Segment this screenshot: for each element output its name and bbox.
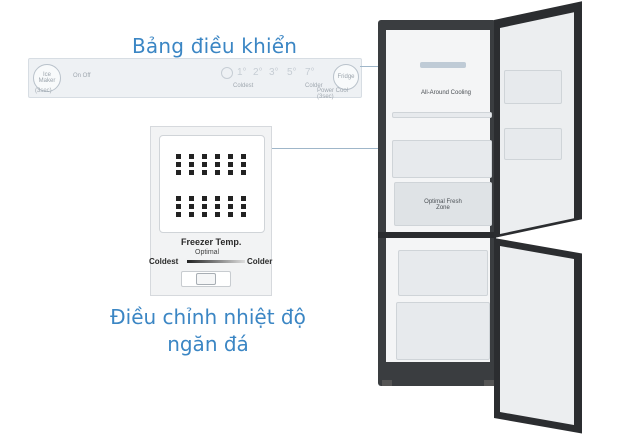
- freezer-drawer[interactable]: [396, 302, 490, 360]
- optimal-fresh-drawer[interactable]: Optimal Fresh Zone: [394, 182, 492, 226]
- freezer-temp-slider[interactable]: [181, 271, 231, 287]
- door-bin-2: [504, 128, 562, 160]
- control-panel-heading: Bảng điều khiển: [132, 34, 298, 58]
- digit-1: 1°: [237, 67, 247, 78]
- vent-dots-top: [176, 154, 251, 175]
- freezer-coldest-label: Coldest: [149, 257, 179, 266]
- slider-knob[interactable]: [196, 273, 216, 285]
- control-panel-strip: Ice Maker (3sec) On Off 1° 2° 3° 5° 7° C…: [28, 58, 362, 100]
- on-off-indicators: On Off: [73, 73, 91, 79]
- all-around-cooling-label: All-Around Cooling: [420, 90, 472, 96]
- fridge-foot-right: [484, 380, 494, 386]
- door-bin-1: [504, 70, 562, 104]
- vent-dots-bottom: [176, 196, 251, 217]
- digit-7: 7°: [305, 67, 315, 78]
- digit-2: 2°: [253, 67, 263, 78]
- freezer-divider: [378, 232, 496, 238]
- crisper-drawer[interactable]: [392, 140, 492, 178]
- digit-3: 3°: [269, 67, 279, 78]
- fridge-control-panel: [420, 62, 466, 68]
- lock-icon: [221, 67, 233, 79]
- fridge-button[interactable]: Fridge: [333, 64, 359, 90]
- temp-gradient-bar: [187, 260, 245, 263]
- freezer-adjust-line2: ngăn đá: [167, 332, 249, 356]
- freezer-adjust-heading: Điều chỉnh nhiệt độ ngăn đá: [108, 304, 308, 358]
- optimal-fresh-label-2: Zone: [436, 205, 450, 211]
- upper-door-inner: [500, 12, 574, 235]
- ice-maker-button[interactable]: Ice Maker: [33, 64, 61, 92]
- freezer-colder-label: Colder: [247, 257, 273, 266]
- fridge-label: Fridge: [337, 74, 355, 80]
- ice-maker-sub: (3sec): [35, 88, 52, 94]
- digit-5: 5°: [287, 67, 297, 78]
- optimal-label: Optimal: [195, 249, 220, 256]
- freezer-temp-title: Freezer Temp.: [181, 237, 242, 247]
- freezer-adjust-line1: Điều chỉnh nhiệt độ: [110, 305, 306, 329]
- fridge-sub: Power Cool (3sec): [317, 88, 349, 100]
- connector-middle: [270, 148, 448, 149]
- lower-door-inner: [500, 246, 574, 426]
- freezer-shelf: [398, 250, 488, 296]
- freezer-vent-panel: [159, 135, 265, 233]
- fridge-foot-left: [382, 380, 392, 386]
- panel-colder-label: Colder: [305, 83, 323, 89]
- optimal-fresh-label-1: Optimal Fresh: [424, 199, 462, 205]
- shelf-1: [392, 112, 492, 118]
- panel-coldest-label: Coldest: [233, 83, 254, 89]
- freezer-temp-zoom: Freezer Temp. Optimal Coldest Colder: [149, 126, 273, 296]
- ice-maker-label: Ice Maker: [38, 72, 56, 84]
